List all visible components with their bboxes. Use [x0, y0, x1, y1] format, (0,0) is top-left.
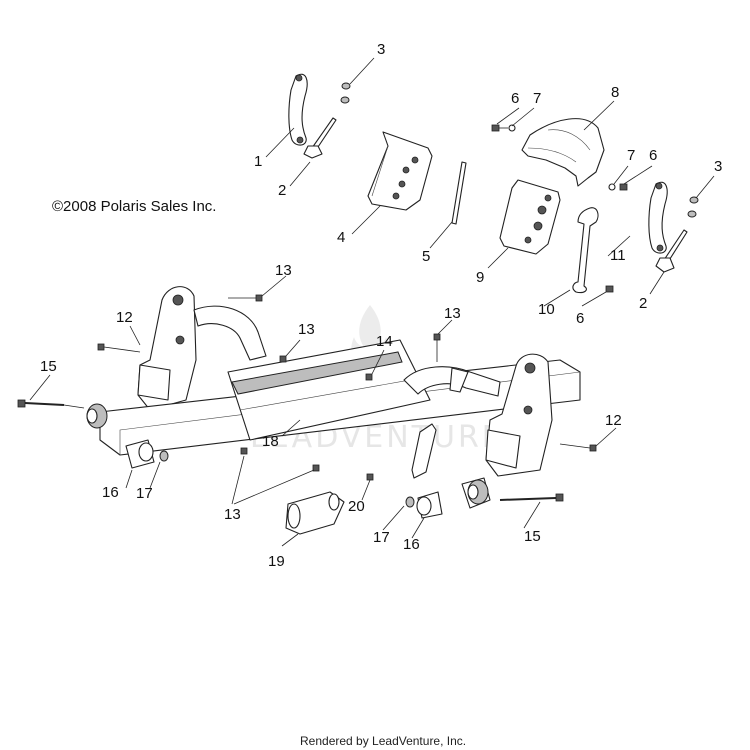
callout-12-left: 12: [116, 309, 133, 326]
part-5-long-pin: [451, 161, 467, 225]
callout-7-upper: 7: [533, 90, 541, 107]
part-6-7-bolt-washer-right: [608, 183, 628, 191]
part-6-bolt-lower: [605, 285, 614, 293]
part-3-nuts-upper: [340, 82, 351, 104]
callout-5: 5: [422, 248, 430, 265]
callout-7-right: 7: [627, 147, 635, 164]
callout-6-lower: 6: [576, 310, 584, 327]
callout-18: 18: [262, 433, 279, 450]
part-9-plate: [499, 179, 561, 255]
part-11-link-arm: [648, 181, 668, 254]
part-1-link-arm: [288, 73, 308, 146]
part-10-strap: [572, 207, 599, 294]
leader-lines: [29, 57, 715, 547]
callout-12-right: 12: [605, 412, 622, 429]
callout-9: 9: [476, 269, 484, 286]
callout-11: 11: [610, 247, 626, 264]
callout-6-right: 6: [649, 147, 657, 164]
callout-10: 10: [538, 301, 555, 318]
callout-3-upper: 3: [377, 41, 385, 58]
callout-17-right: 17: [373, 529, 390, 546]
callout-numbers: 1 2 3 4 5 6 7 8 7 6 3 9 11 10 6 2 13 12 …: [40, 41, 722, 570]
callout-17-left: 17: [136, 485, 153, 502]
callout-13-bottom: 13: [224, 506, 241, 523]
part-8-cover: [521, 118, 605, 187]
frame-bolts: [17, 294, 597, 502]
callout-1: 1: [254, 153, 262, 170]
callout-2-right: 2: [639, 295, 647, 312]
callout-16-left: 16: [102, 484, 119, 501]
part-2-pin-upper: [303, 117, 337, 159]
callout-13-mid: 13: [298, 321, 315, 338]
main-frame-assembly: [86, 286, 581, 509]
callout-4: 4: [337, 229, 345, 246]
part-6-7-bolt-washer-upper: [491, 124, 516, 132]
part-16-17-bushings-left: [125, 439, 169, 469]
callout-13-right: 13: [444, 305, 461, 322]
callout-3-right: 3: [714, 158, 722, 175]
part-19-link-plate: [285, 491, 345, 535]
callout-14: 14: [376, 333, 393, 350]
callout-16-right: 16: [403, 536, 420, 553]
callout-2-upper: 2: [278, 182, 286, 199]
part-2-pin-right: [655, 229, 688, 273]
part-4-bracket: [367, 131, 433, 211]
part-3-nuts-right: [687, 196, 699, 218]
callout-15-right: 15: [524, 528, 541, 545]
callout-13-top: 13: [275, 262, 292, 279]
footer-text: Rendered by LeadVenture, Inc.: [300, 734, 466, 748]
copyright-text: ©2008 Polaris Sales Inc.: [52, 198, 216, 215]
part-16-17-bushings-right: [405, 491, 443, 519]
callout-6-upper: 6: [511, 90, 519, 107]
callout-8: 8: [611, 84, 619, 101]
callout-15-left: 15: [40, 358, 57, 375]
callout-20: 20: [348, 498, 365, 515]
callout-19: 19: [268, 553, 285, 570]
